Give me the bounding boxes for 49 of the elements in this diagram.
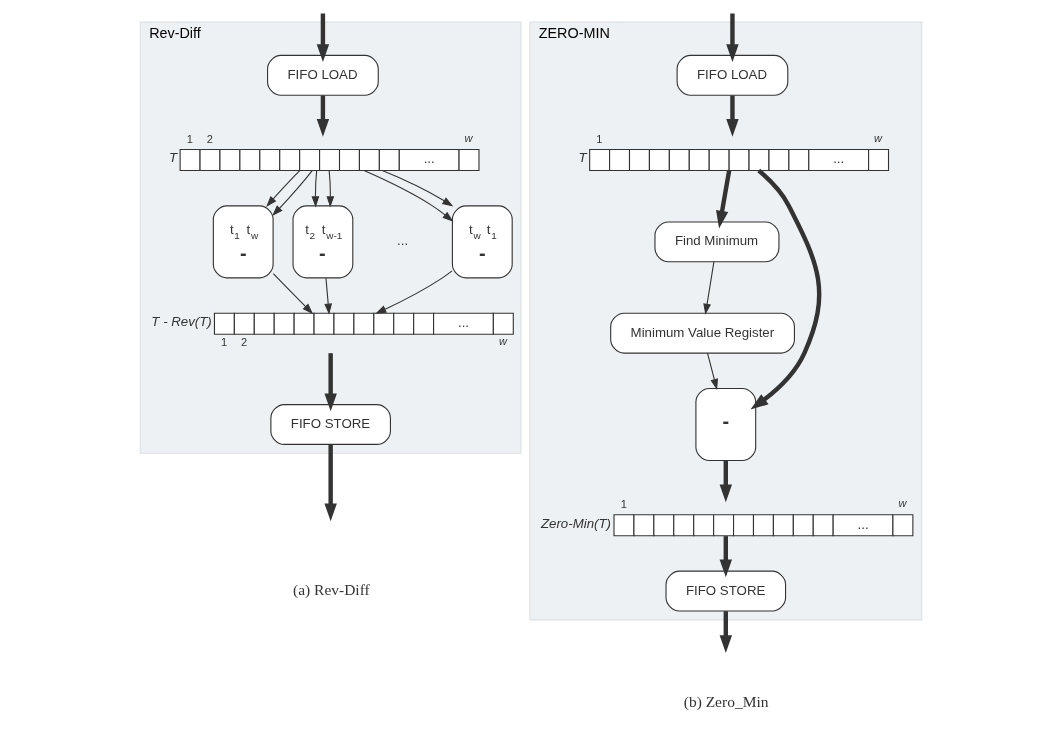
arrow (272, 273, 313, 315)
node-box: FIFO LOAD (266, 54, 379, 96)
arrow (323, 277, 332, 315)
node-label: w (464, 131, 473, 144)
arrow (316, 95, 329, 137)
label: (a) Rev-Diff (292, 581, 370, 599)
node-box: Find Minimum (653, 221, 779, 263)
arrow (719, 536, 732, 578)
node-label: w (897, 496, 906, 509)
arrow (323, 353, 337, 412)
label: (b) Zero_Min (683, 692, 768, 710)
arrow (725, 95, 739, 137)
node-box: t$_{w}$ t$_{1}$ - (451, 205, 513, 279)
node-label: 2 (240, 336, 247, 349)
arrow (265, 170, 300, 207)
arrow (702, 261, 714, 315)
node-box: FIFO STORE (665, 570, 786, 612)
node-label: w (873, 131, 882, 144)
node-label: 1 (595, 132, 602, 145)
node-box: - (694, 387, 756, 462)
arrow (323, 444, 337, 522)
node-box: Minimum Value Register (609, 312, 795, 354)
arrow (381, 170, 453, 207)
arrow (749, 168, 821, 410)
node-box: t$_{2}$ t$_{w-1}$ - (291, 205, 353, 279)
node-label: 1 (186, 132, 193, 145)
node-label: T (578, 150, 587, 166)
arrow (719, 460, 732, 503)
node-box: t$_{1}$ t$_{w}$ - (212, 205, 274, 279)
node-label: T (168, 150, 177, 166)
label: ... (396, 233, 408, 249)
arrow (316, 13, 329, 62)
node-label: 2 (206, 132, 213, 145)
node-box: FIFO LOAD (676, 54, 788, 96)
arrow (719, 611, 732, 654)
arrow (374, 270, 453, 314)
arrow (725, 13, 739, 62)
node-label: w (498, 335, 507, 348)
arrow (715, 170, 731, 229)
node-label: Zero-Min(T) (540, 515, 611, 531)
node-label: T - Rev(T) (150, 314, 212, 330)
arrow (271, 170, 313, 216)
node-label: 1 (620, 498, 627, 511)
arrow (363, 170, 453, 222)
arrow (326, 170, 334, 208)
node-box: FIFO STORE (269, 404, 391, 445)
node-label: 1 (220, 336, 227, 349)
arrow (706, 352, 718, 390)
arrow (311, 170, 319, 208)
